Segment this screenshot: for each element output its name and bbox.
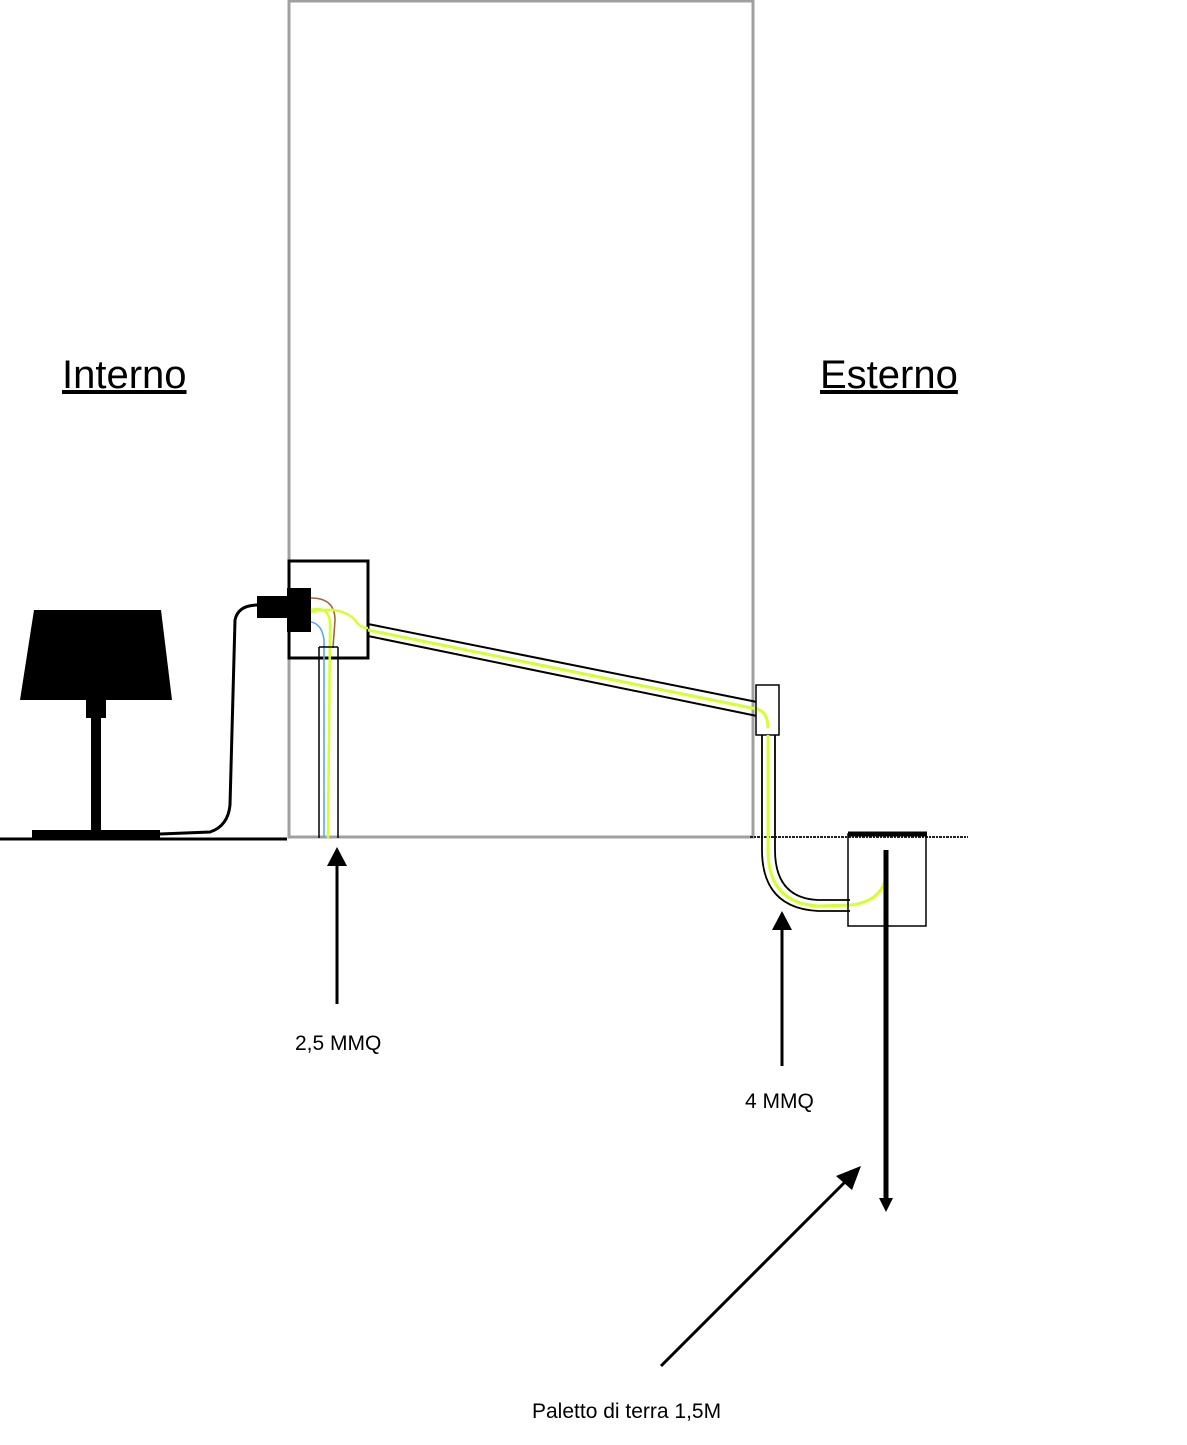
earth-wire-inner xyxy=(310,607,332,839)
earth-wire-junction xyxy=(756,707,770,729)
cable-outside-label: 4 MMQ xyxy=(745,1090,814,1113)
cable-inside-label: 2,5 MMQ xyxy=(295,1032,381,1055)
arrow-cable-inside xyxy=(327,847,347,1004)
inside-conduit xyxy=(318,646,339,838)
phase-wire xyxy=(310,597,336,649)
ground-rod xyxy=(879,850,893,1212)
wall xyxy=(287,0,755,839)
ground-rod-label: Paletto di terra 1,5M xyxy=(532,1400,721,1423)
plug-icon xyxy=(257,588,311,632)
neutral-wire xyxy=(310,621,325,838)
wall-crossing-cable xyxy=(367,623,758,717)
arrow-ground-rod xyxy=(659,1166,861,1368)
inside-label: Interno xyxy=(62,353,187,397)
outside-cable xyxy=(761,735,851,912)
outside-label: Esterno xyxy=(820,353,958,397)
lamp-cord xyxy=(159,603,259,836)
arrow-cable-outside xyxy=(772,911,792,1066)
earth-wire-to-rod xyxy=(849,850,888,907)
table-lamp-icon xyxy=(20,610,172,839)
earth-wire-link xyxy=(310,608,369,630)
